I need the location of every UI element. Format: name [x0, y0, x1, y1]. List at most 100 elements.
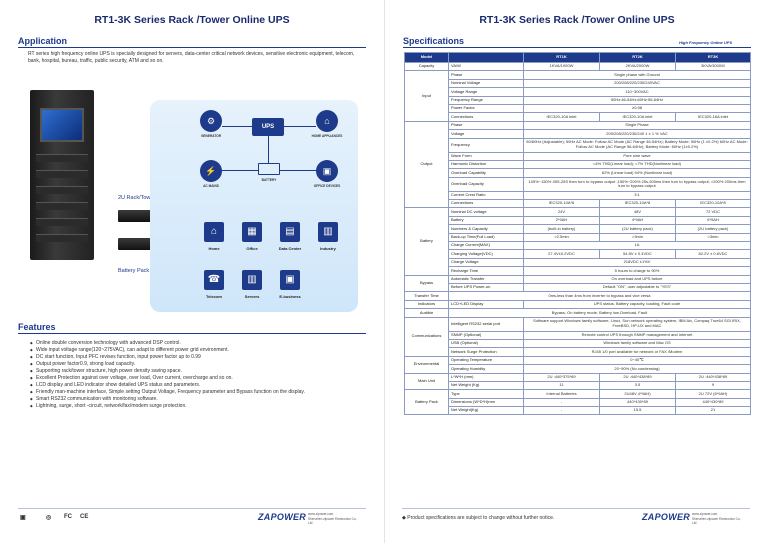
- e-business-icon: ▣: [280, 270, 300, 290]
- table-row: Frequency 50/60Hz (Adjustable); 50Hz AC …: [405, 137, 751, 153]
- table-row: Indicators LCD+LED Display UPS status, B…: [404, 299, 751, 310]
- spec-note: ◆ Product specifications are subject to …: [402, 515, 555, 521]
- table-row: Output Phase Single Phase: [404, 120, 751, 209]
- application-data-center: Data Center: [278, 246, 302, 251]
- spec-header-row: Model RT1K RT2K RT3K: [404, 52, 751, 63]
- table-row: Numbers & Capacity (built-in battery) (2…: [405, 224, 751, 234]
- office-devices-label: OFFICE DEVICES: [313, 184, 341, 188]
- table-row: Operating Humidity 20~90% (No condensing…: [405, 364, 751, 374]
- spec-tag: High Frequency Online UPS: [679, 40, 733, 45]
- telecom-icon: ☎: [204, 270, 224, 290]
- feature-item: LCD display and LED indicator show detai…: [30, 382, 360, 389]
- table-row: Net Weight(Kg) - 15.5 21: [405, 406, 751, 416]
- table-row: Bypass Automatic Transfer On overload an…: [404, 274, 751, 293]
- battery-icon: [258, 163, 280, 175]
- table-row: Network Surge Protection RJ45 1/0 port a…: [405, 347, 751, 357]
- company-name: Shenzhen zipower Electronics Co., Ltd: [692, 516, 742, 526]
- ce-mark: CE: [80, 514, 89, 520]
- table-row: Transfer Time 0ms,less than 4ms from inv…: [404, 291, 751, 301]
- generator-label: GENERATOR: [200, 134, 222, 138]
- table-row: Connections IEC320-10A inlet IEC320-10A …: [405, 112, 751, 122]
- table-row: SNMP (Optional) Remote control UPS throu…: [405, 330, 751, 340]
- group-bypass: Bypass: [404, 274, 449, 293]
- group-output: Output: [404, 120, 449, 209]
- footer-rule: [402, 508, 750, 509]
- industry-icon: ▥: [318, 222, 338, 242]
- ac-mains-label: AC MAINS: [203, 184, 219, 188]
- table-row: Charge Voltage 218VDC ±1%V: [405, 257, 751, 268]
- home-appliances-icon: ⌂: [316, 110, 338, 132]
- rack-tower-ups-label: 2U Rack/Tower UPS: [118, 195, 169, 201]
- table-row: Current Crest Ratio 3:1: [405, 190, 751, 201]
- group-input: Input: [404, 70, 449, 122]
- data-center-icon: ▤: [280, 222, 300, 242]
- battery-pack-label: Battery Pack: [118, 268, 150, 274]
- application-office: Office: [246, 246, 258, 251]
- cert-mark-icon: ▣: [20, 515, 26, 521]
- ac-mains-icon: ⚡: [200, 160, 222, 182]
- application-e-business: E-business: [279, 294, 301, 299]
- table-row: Recharge Time 5 hours to charge to 90%: [405, 266, 751, 276]
- group-transfer-time: Transfer Time: [404, 291, 449, 301]
- feature-item: Smart RS232 communication with monitorin…: [30, 396, 360, 403]
- table-row: Main Unit L*W*H (mm) 2U :440*375*89 2U :…: [404, 372, 751, 391]
- application-home: Home: [208, 246, 220, 251]
- feature-item: Supporting rack/tower structure, high po…: [30, 368, 360, 375]
- group-main-unit: Main Unit: [404, 372, 449, 391]
- specifications-heading: Specifications: [403, 36, 465, 46]
- office-devices-icon: ▣: [316, 160, 338, 182]
- zapower-logo: ZAPOWER: [258, 512, 307, 522]
- left-page: RT1-3K Series Rack /Tower Online UPS App…: [0, 0, 384, 543]
- table-row: Environmental Operating Temperature 0~40…: [404, 355, 751, 374]
- table-row: Communications Intelligent RS232 serial …: [404, 316, 751, 357]
- application-rule: [18, 47, 366, 48]
- header-rt3k: RT3K: [675, 52, 751, 63]
- footer-rule: [18, 508, 366, 509]
- rack-screen: [40, 108, 84, 142]
- feature-item: Output power factor0.9, strong load capa…: [30, 361, 360, 368]
- group-audible: Audible: [404, 308, 449, 318]
- table-row: Nominal Voltage 200/208/220/230/240VAC: [405, 78, 751, 89]
- group-indicators: Indicators: [404, 299, 449, 310]
- company-name: Shenzhen zipower Electronics Co., Ltd: [308, 516, 358, 526]
- features-rule: [18, 333, 366, 334]
- table-row: Capacity VA/W 1KVA/1000W 2KVA/2000W 3KVA…: [404, 61, 751, 72]
- company-url[interactable]: www.zipower.com: [308, 512, 334, 516]
- table-row: Harmonic Distortion <4% THD(Linear load)…: [405, 159, 751, 170]
- spec-table: Model RT1K RT2K RT3K Capacity VA/W 1KVA/…: [404, 52, 751, 416]
- generator-icon: ⚙: [200, 110, 222, 132]
- table-row: Battery 2*9AH 4*9AH 6*9AH: [405, 215, 751, 226]
- company-url[interactable]: www.zipower.com: [692, 512, 718, 516]
- table-row: Connections IEC320-10A*6 IEC320-10A*8 IE…: [405, 199, 751, 209]
- table-row: Charging Voltage(VDC) 27.4V±0.2VDC 54.8V…: [405, 249, 751, 259]
- group-battery-pack: Battery Pack: [404, 389, 449, 416]
- table-row: Back-up Time(Full Load) >2.5min >3min >3…: [405, 232, 751, 243]
- table-row: Voltage Range 110~300VAC: [405, 87, 751, 97]
- feature-item: Excellent Protection against over voltag…: [30, 375, 360, 382]
- page-title: RT1-3K Series Rack /Tower Online UPS: [479, 14, 675, 26]
- application-servers: Servers: [244, 294, 260, 299]
- table-row: Wave Form Pure sine wave: [405, 151, 751, 161]
- rack-ups-image: [30, 90, 94, 260]
- table-row: Overload Capability 62% (Linear load) 94…: [405, 168, 751, 178]
- ups-box: UPS: [252, 118, 284, 136]
- cert-mark-icon: ◎: [46, 515, 52, 521]
- feature-item: DC start function, Input PFC revises fun…: [30, 354, 360, 361]
- application-text: RT series high frequency online UPS is s…: [28, 51, 355, 64]
- table-row: Battery Pack Type Internal Batteries 2U4…: [404, 389, 751, 416]
- features-list: Online double conversion technology with…: [30, 340, 360, 410]
- feature-item: Online double conversion technology with…: [30, 340, 360, 347]
- feature-item: Friendly man-machine interface, Simple s…: [30, 389, 360, 396]
- header-rt2k: RT2K: [599, 52, 676, 63]
- home-icon: ⌂: [204, 222, 224, 242]
- application-heading: Application: [18, 36, 67, 46]
- page-title: RT1-3K Series Rack /Tower Online UPS: [94, 14, 290, 26]
- office-icon: ▦: [242, 222, 262, 242]
- features-heading: Features: [18, 322, 56, 332]
- battery-label: BATTERY: [261, 178, 277, 182]
- table-row: Battery Nominal DC voltage 24V 48V 72 VD…: [404, 207, 751, 276]
- table-row: Input Phase Single phase with Ground: [404, 70, 751, 122]
- table-row: Frequency Range 50Hz:46-54Hz;60Hz:56-64H…: [405, 95, 751, 105]
- home-appliances-label: HOME APPLIANCES: [311, 134, 343, 138]
- table-row: Before UPS Power-on Default "ON", user a…: [405, 282, 751, 293]
